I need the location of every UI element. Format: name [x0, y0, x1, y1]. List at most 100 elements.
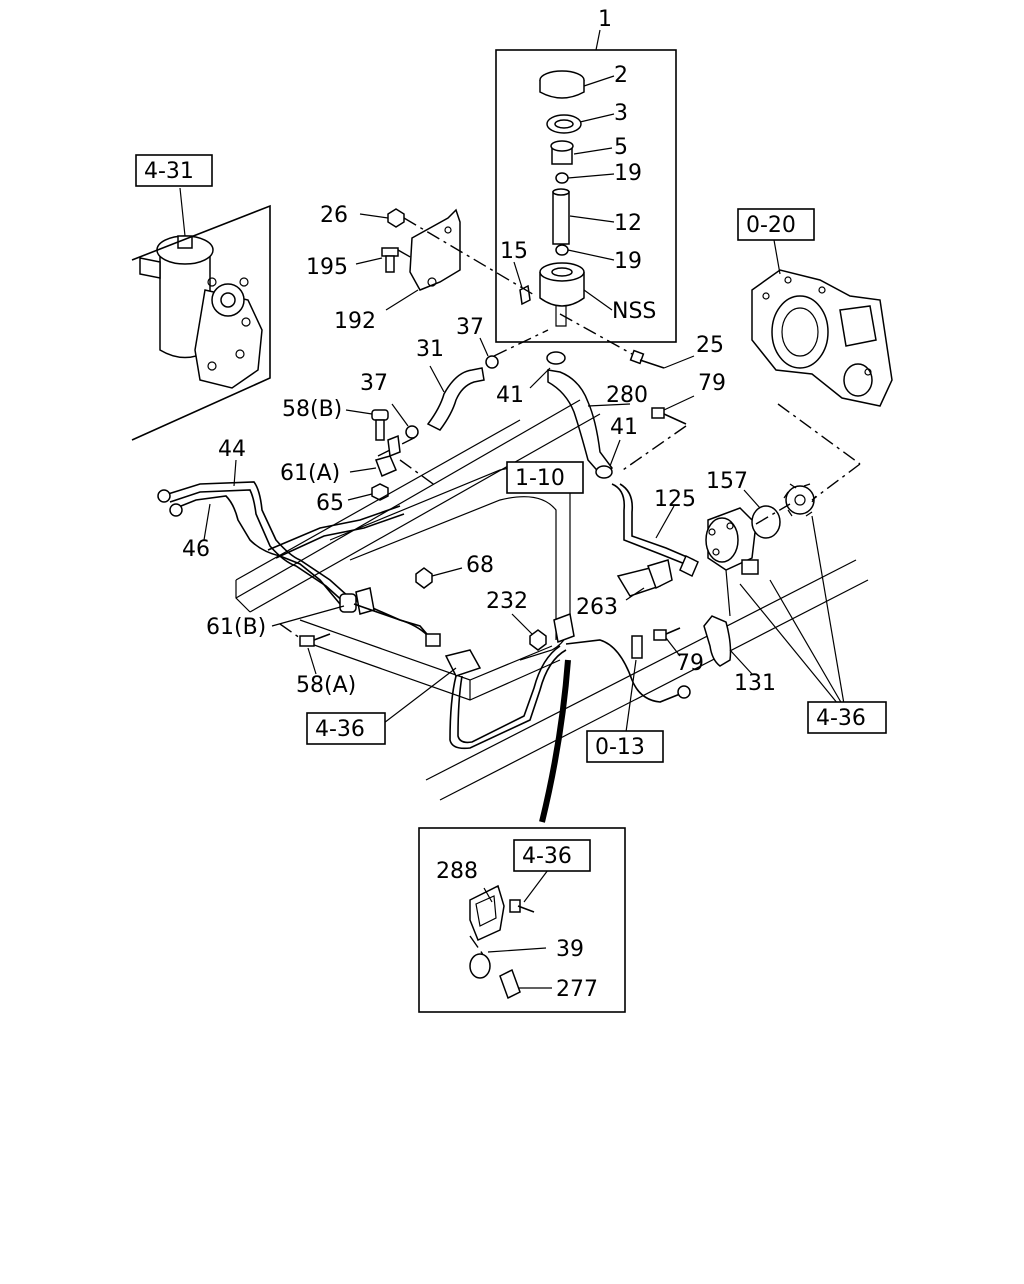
pipe-clamp-61b	[271, 587, 375, 627]
callout: 61(B)	[206, 615, 266, 640]
filter-element	[550, 140, 574, 165]
suction-hose-131	[703, 615, 732, 667]
callout: 1	[598, 7, 612, 32]
svg-text:0-20: 0-20	[746, 213, 796, 238]
o-ring-157	[751, 505, 781, 539]
pipe-125-edge	[619, 483, 695, 561]
inset-bracket-288	[469, 884, 505, 942]
bolt-58b	[345, 409, 389, 441]
ref-box-4-36-left: 4-36	[306, 712, 386, 745]
bracket-263	[616, 559, 673, 601]
inset-bolt-277	[499, 968, 552, 1000]
callout: 58(B)	[282, 397, 342, 422]
callout: 79	[676, 651, 704, 676]
callout: 37	[456, 315, 484, 340]
pipe-fitting-b	[169, 503, 183, 517]
return-pipe-46	[175, 495, 341, 605]
inset-bolt-4-36	[509, 869, 549, 913]
hose-clamp-41-lower	[595, 465, 613, 479]
callout: 68	[466, 553, 494, 578]
callout: 25	[696, 333, 724, 358]
callout: 195	[306, 255, 348, 280]
gasket-ring	[546, 114, 582, 134]
callout: 58(A)	[296, 673, 356, 698]
reservoir-cap	[539, 70, 585, 99]
ref-box-4-36-right: 4-36	[807, 701, 887, 734]
steering-gear-outline	[131, 204, 271, 441]
pipe-125-fitting	[679, 554, 699, 578]
inset-leader	[539, 659, 571, 823]
bolt-58a	[299, 633, 331, 675]
o-ring-lower	[555, 244, 569, 256]
callout: 41	[496, 383, 524, 408]
ref-box-0-20: 0-20	[737, 208, 815, 241]
callout: 263	[576, 595, 618, 620]
hose-clamp-37-upper	[479, 337, 499, 369]
callout: 39	[556, 937, 584, 962]
pipe-to-pump	[565, 639, 681, 703]
reservoir-pipe	[552, 188, 570, 245]
callout: 288	[436, 859, 478, 884]
callout: 79	[698, 371, 726, 396]
callout: 61(A)	[280, 461, 340, 486]
pipe-bracket-61a	[349, 455, 397, 477]
bolt-195	[355, 247, 399, 273]
pipe-fitting-a	[157, 489, 171, 503]
nut-68	[415, 567, 463, 589]
svg-text:4-36: 4-36	[315, 717, 365, 742]
pump-drive-gear	[783, 483, 817, 517]
bolt-25	[629, 349, 695, 369]
reservoir-group-frame	[495, 49, 677, 343]
pipe-run-upper	[267, 505, 401, 551]
reservoir-mount-bracket	[409, 208, 461, 291]
callout: 44	[218, 437, 246, 462]
ref-box-1-10: 1-10	[506, 461, 584, 494]
inset-clamp-39	[469, 935, 547, 979]
hose-clamp-41-upper	[546, 351, 566, 365]
steering-gear-box	[139, 235, 263, 389]
pipe-125	[611, 483, 691, 567]
pressure-pipe-44	[167, 481, 433, 641]
callout: 19	[614, 161, 642, 186]
pipe-bolt-0-13	[625, 635, 643, 733]
pipe-bracket-center	[553, 612, 575, 644]
pipe-clip	[387, 434, 401, 458]
pipe-fitting-d	[677, 685, 691, 699]
nut-26	[359, 208, 405, 228]
suction-hose-280	[547, 369, 614, 478]
callout: 232	[486, 589, 528, 614]
inset-frame	[418, 827, 626, 1013]
callout: 12	[614, 211, 642, 236]
hose-clamp-37-lower	[391, 403, 419, 439]
callout: 131	[734, 671, 776, 696]
o-ring-upper	[555, 172, 569, 184]
return-hose-31	[426, 367, 485, 431]
svg-text:4-36: 4-36	[522, 844, 572, 869]
callout: 5	[614, 135, 628, 160]
callout: NSS	[612, 299, 656, 324]
callout: 157	[706, 469, 748, 494]
pipe-run-lower	[275, 513, 405, 559]
callout: 65	[316, 491, 344, 516]
svg-text:1-10: 1-10	[515, 466, 565, 491]
callout: 31	[416, 337, 444, 362]
callout: 277	[556, 977, 598, 1002]
callout: 15	[500, 239, 528, 264]
svg-text:4-36: 4-36	[816, 706, 866, 731]
svg-text:0-13: 0-13	[595, 735, 645, 760]
callout: 19	[614, 249, 642, 274]
pipe-joint-assembly	[444, 645, 567, 750]
nut-232	[511, 613, 547, 651]
timing-gear-case	[751, 269, 893, 407]
reservoir-body	[539, 262, 585, 327]
ref-box-0-13: 0-13	[586, 730, 664, 763]
callout: 26	[320, 203, 348, 228]
pipe-fitting-c	[425, 633, 441, 647]
bolt-79-lower	[653, 627, 681, 657]
callout: 2	[614, 63, 628, 88]
callout: 192	[334, 309, 376, 334]
bolt-79-upper	[651, 395, 695, 425]
ref-box-4-31: 4-31	[135, 154, 213, 187]
callout: 37	[360, 371, 388, 396]
